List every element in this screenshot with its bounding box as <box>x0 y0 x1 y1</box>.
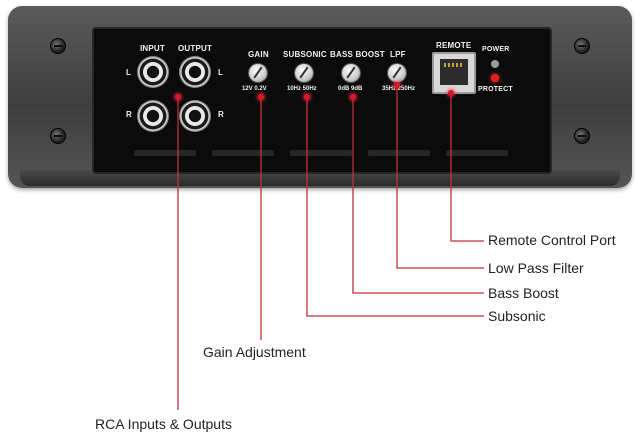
marker-dot <box>448 90 454 96</box>
port-socket <box>440 59 468 85</box>
subsonic-label: SUBSONIC <box>283 50 327 59</box>
callout-subsonic: Subsonic <box>488 308 546 324</box>
rca-input-left[interactable] <box>138 57 168 87</box>
protect-label: PROTECT <box>478 86 513 93</box>
bass-boost-range: 0dB 9dB <box>338 86 363 92</box>
left-channel-label: L <box>218 68 224 77</box>
screw-icon <box>50 38 66 54</box>
lpf-knob[interactable] <box>388 64 406 82</box>
vent-slot <box>446 150 508 156</box>
bass-boost-knob[interactable] <box>342 64 360 82</box>
right-channel-label: R <box>218 110 224 119</box>
callout-remote-port: Remote Control Port <box>488 232 616 248</box>
marker-dot <box>350 94 356 100</box>
marker-dot <box>258 94 264 100</box>
control-panel <box>92 27 552 174</box>
callout-low-pass-filter: Low Pass Filter <box>488 260 584 276</box>
right-channel-label: R <box>126 110 132 119</box>
callout-rca: RCA Inputs & Outputs <box>95 416 232 432</box>
leader-lpf <box>396 86 484 269</box>
subsonic-knob[interactable] <box>295 64 313 82</box>
bass-boost-label: BASS BOOST <box>330 50 385 59</box>
vent-slot <box>290 150 352 156</box>
lpf-range: 35Hz 250Hz <box>382 86 416 92</box>
remote-label: REMOTE <box>436 41 472 50</box>
rca-input-right[interactable] <box>138 101 168 131</box>
callout-gain-adjustment: Gain Adjustment <box>203 344 306 360</box>
gain-knob[interactable] <box>249 64 267 82</box>
subsonic-range: 10Hz 50Hz <box>287 86 317 92</box>
marker-dot <box>175 94 181 100</box>
input-label: INPUT <box>140 44 165 53</box>
screw-icon <box>574 128 590 144</box>
leader-bass-boost <box>352 98 484 294</box>
vent-slot <box>212 150 274 156</box>
screw-icon <box>574 38 590 54</box>
leader-subsonic <box>306 98 484 317</box>
rca-output-left[interactable] <box>180 57 210 87</box>
left-channel-label: L <box>126 68 132 77</box>
gain-range: 12V 0.2V <box>242 86 267 92</box>
vent-slot <box>368 150 430 156</box>
callout-bass-boost: Bass Boost <box>488 285 559 301</box>
lpf-label: LPF <box>390 50 406 59</box>
power-led <box>491 60 499 68</box>
marker-dot <box>394 82 400 88</box>
housing-lip <box>20 170 620 186</box>
screw-icon <box>50 128 66 144</box>
power-label: POWER <box>482 46 510 53</box>
leader-remote <box>450 94 484 242</box>
remote-port[interactable] <box>432 52 476 94</box>
vent-slot <box>134 150 196 156</box>
protect-led <box>491 74 499 82</box>
gain-label: GAIN <box>248 50 269 59</box>
output-label: OUTPUT <box>178 44 213 53</box>
marker-dot <box>304 94 310 100</box>
rca-output-right[interactable] <box>180 101 210 131</box>
